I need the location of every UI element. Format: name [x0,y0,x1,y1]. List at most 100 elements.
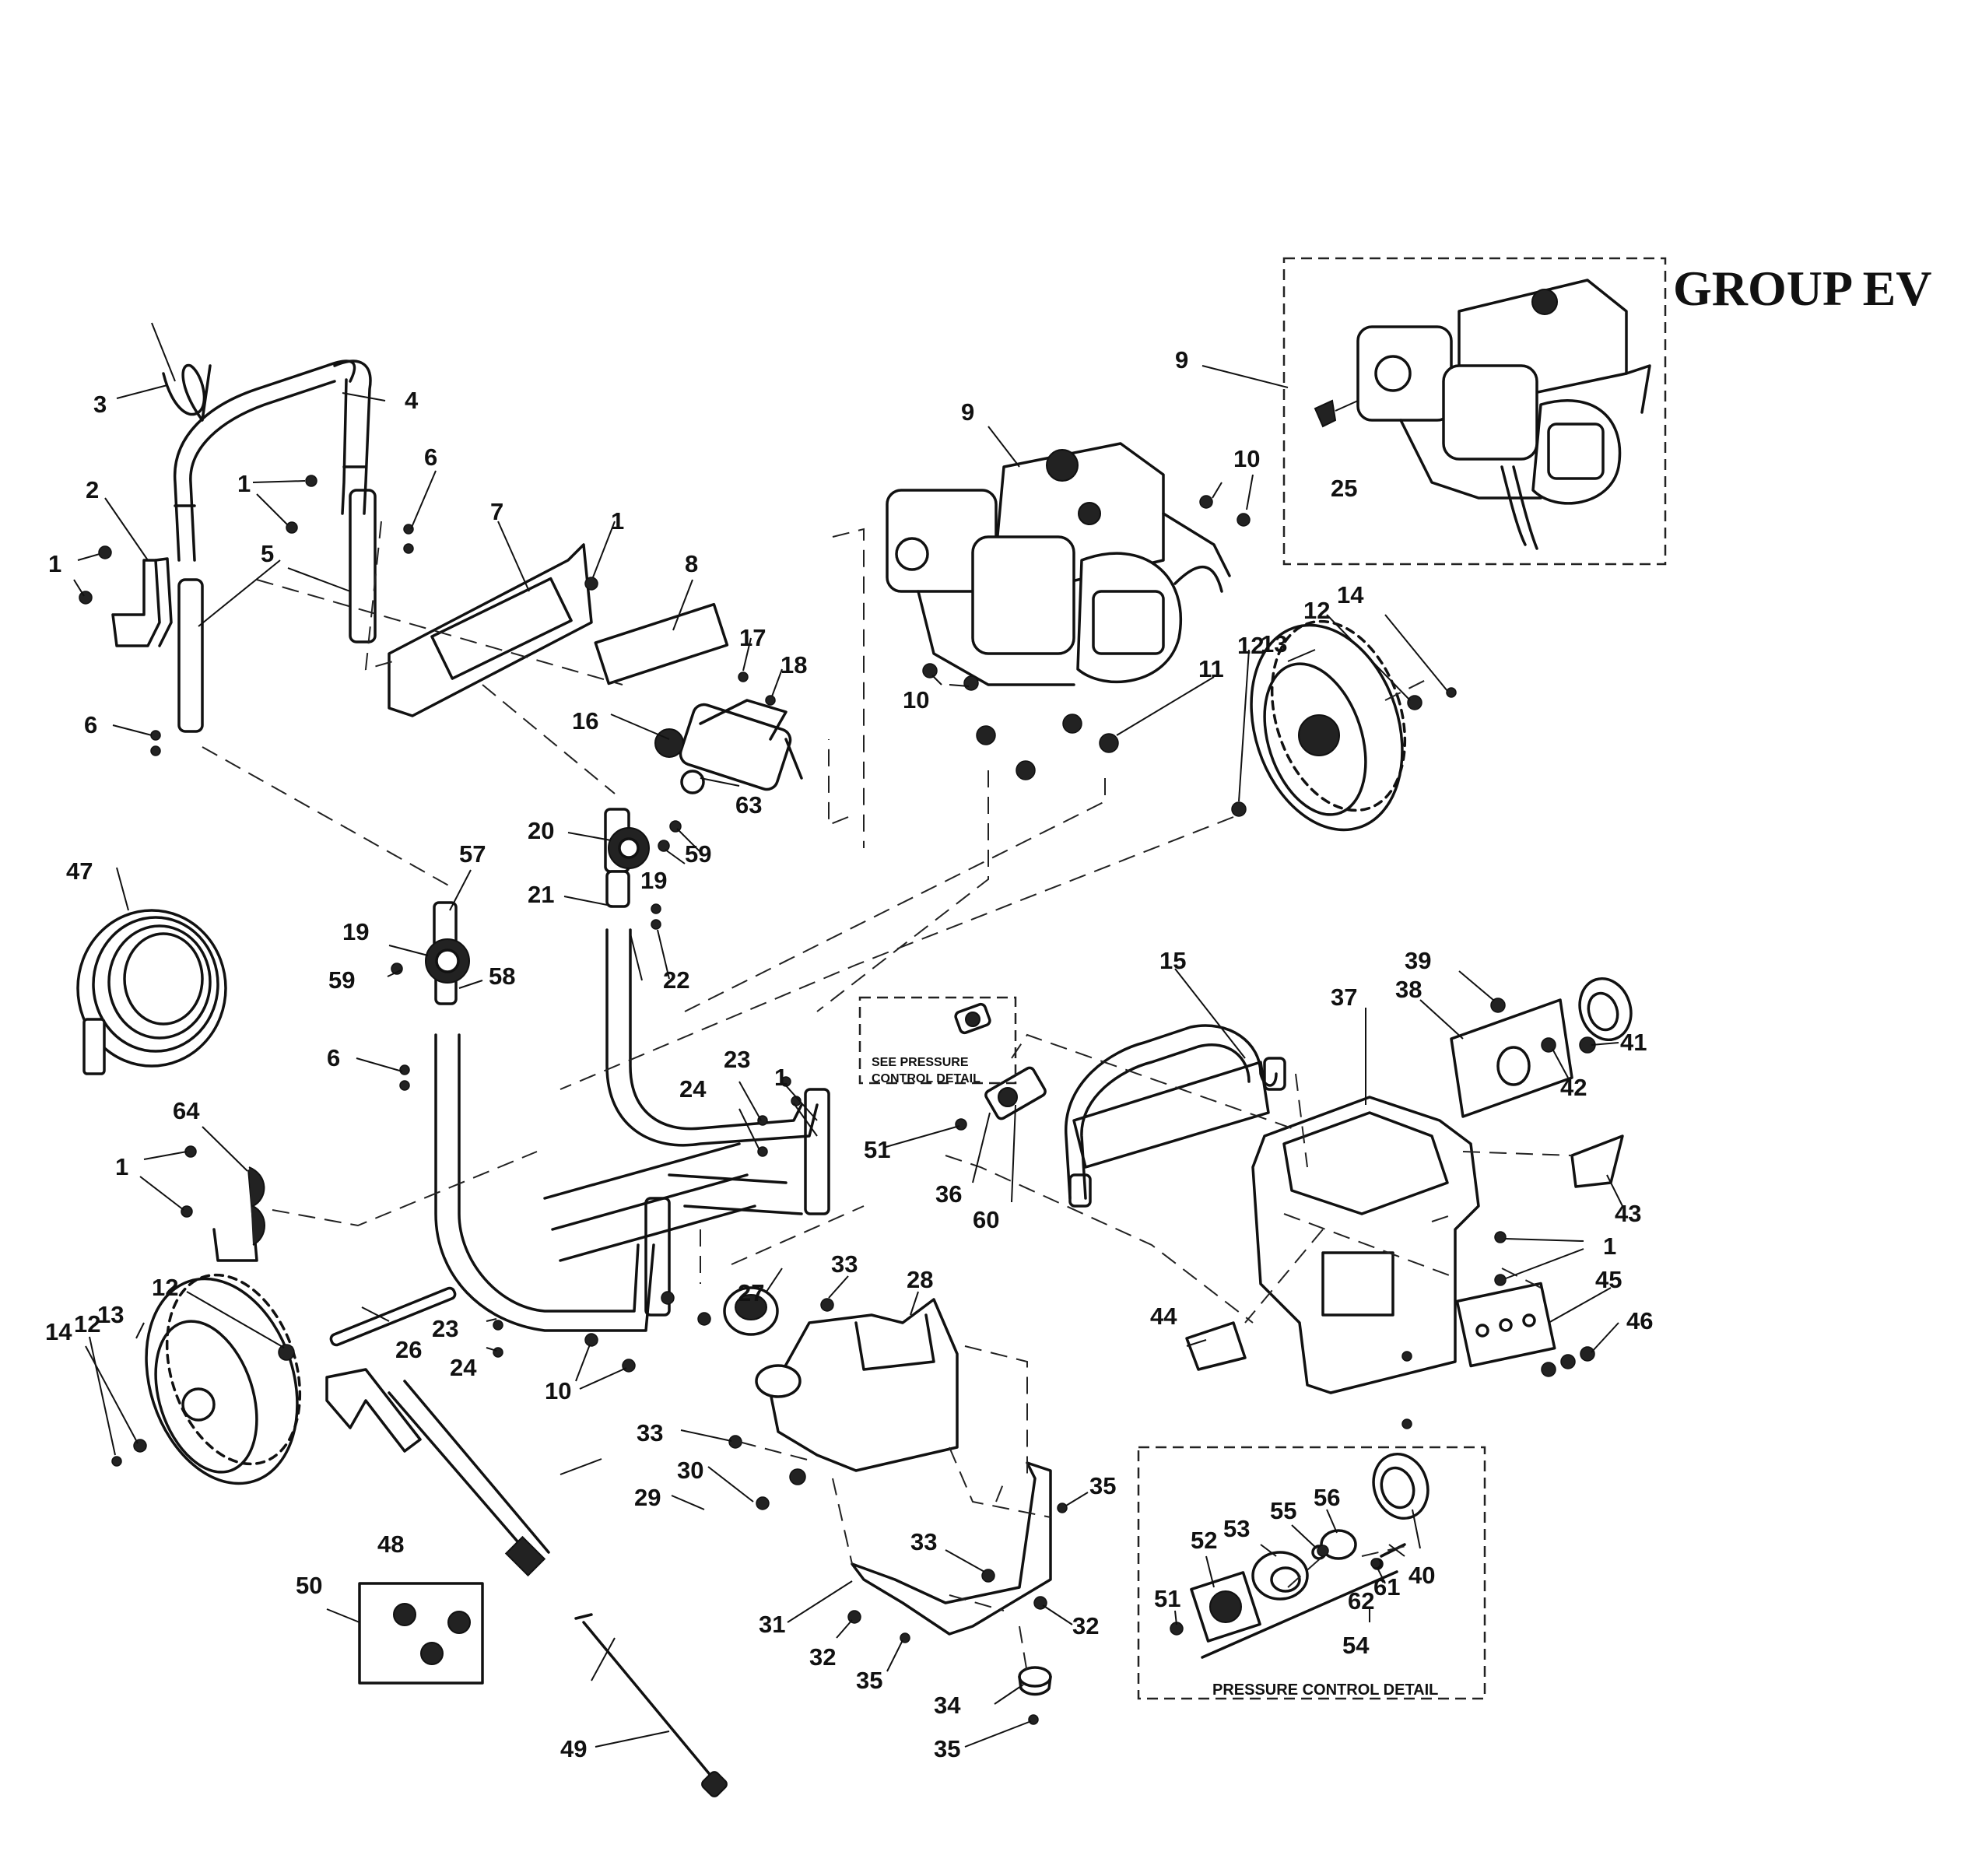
callout-label: 1 [1603,1233,1616,1260]
callout-label: 5 [261,540,274,567]
callout-label: 24 [679,1075,707,1103]
callout-label: 12 [1237,632,1264,659]
callout-label: 23 [432,1315,458,1342]
callout-label: 55 [1270,1497,1296,1524]
callout-label: 6 [327,1044,340,1071]
callout-label: 57 [459,840,486,868]
callout-label: 4 [405,387,419,414]
callout-label: 59 [685,840,711,868]
callout-label: 47 [66,857,93,885]
callout-label: 20 [528,817,554,844]
callout-label: 50 [296,1572,322,1599]
callout-label: 6 [424,444,437,471]
part-8-decal [594,602,729,686]
callout-labels: 1 1 1 1 1 1 1 1 2 3 4 5 5 6 6 6 7 8 9 9 … [45,346,1653,1762]
part-38-panel-hole [1496,1046,1531,1086]
callout-label: 9 [1175,346,1188,373]
callout-label: 33 [910,1528,937,1555]
part-40-gauge [1372,1452,1429,1520]
callout-label: 27 [738,1279,764,1306]
part-34-foot [1018,1666,1052,1696]
part-2-bracket [111,557,173,647]
callout-label: 1 [48,550,61,577]
part-9-engine [886,442,1231,686]
callout-label: 26 [395,1336,422,1363]
part-50-nozzle-box [358,1582,484,1685]
callout-label: 45 [1595,1266,1622,1293]
callout-label: 21 [528,881,554,908]
callout-label: 24 [450,1354,477,1381]
pressure-detail-link-line1: SEE PRESSURE [872,1056,969,1069]
callout-label: 60 [973,1206,999,1233]
callout-label: 38 [1395,976,1422,1003]
assembly-lines [202,521,1573,1674]
engine-inset-box [1282,257,1667,566]
callout-label: 63 [735,791,762,819]
callout-label: 34 [934,1692,961,1719]
part-45-plate-holes [1475,1313,1536,1338]
part-4-handle [174,359,372,562]
callout-label: 53 [1223,1515,1250,1542]
callout-label: 12 [152,1274,178,1301]
callout-label: 33 [637,1419,663,1446]
pressure-detail-link-icon [954,1002,991,1035]
callout-label: 41 [1620,1029,1647,1056]
callout-label: 1 [611,507,624,535]
callout-label: 35 [856,1667,882,1694]
callout-label: 23 [724,1046,750,1073]
part-49-wand [574,1613,728,1797]
hardware [79,475,1596,1725]
part-3-cable-tie [162,363,212,422]
part-22-frame [434,928,830,1332]
part-15-guard [1065,1024,1286,1208]
callout-label: 12 [1303,597,1330,624]
callout-label: 6 [84,711,97,738]
callout-label: 7 [490,498,503,525]
callout-label: 10 [903,686,929,714]
callout-label: 37 [1331,984,1357,1011]
callout-label: 48 [377,1531,404,1558]
part-26-axle [329,1286,457,1347]
callout-label: 52 [1191,1527,1217,1554]
callout-label: 19 [342,918,369,945]
part-5-tubes [177,489,377,733]
callout-label: 12 [74,1310,100,1338]
part-64-hose-hook [212,1166,265,1262]
callout-label: 10 [1233,445,1260,472]
group-heading: GROUP EV [1673,261,1931,316]
engine-inset-drawing [1356,279,1651,550]
part-19-manifold-left [425,901,470,1005]
callout-label: 32 [1072,1612,1099,1639]
callout-label: 31 [759,1611,785,1638]
part-60-unloader [984,1066,1047,1120]
part-7-cross-brace [388,543,593,717]
callout-label: 59 [328,966,355,994]
pressure-detail-box [1137,1446,1486,1700]
callout-label: 17 [739,624,766,651]
callout-label: 11 [1198,655,1224,682]
callout-label: 3 [93,391,107,418]
part-40-gauge-top [1578,977,1633,1042]
callout-label: 58 [489,963,515,990]
part-27-fuel-cap [723,1286,779,1336]
pressure-detail-title: PRESSURE CONTROL DETAIL [1212,1681,1438,1699]
callout-label: 2 [86,476,99,503]
callout-label: 25 [1331,475,1357,502]
callout-label: 1 [237,470,251,497]
callout-label: 54 [1342,1632,1370,1659]
pressure-detail-link-line2: CONTROL DETAIL [872,1072,980,1085]
callout-label: 42 [1560,1074,1587,1101]
part-25-spark-plug [1314,399,1359,428]
pressure-detail-link-box [858,996,1017,1085]
callout-label: 19 [640,867,667,894]
part-28-tank [755,1298,959,1472]
callout-label: 28 [907,1266,933,1293]
callout-label: 8 [685,550,698,577]
callout-label: 36 [935,1180,962,1208]
part-19-manifold-right [604,808,650,908]
callout-label: 35 [1089,1472,1116,1499]
callout-label: 13 [97,1301,124,1328]
callout-label: 14 [1337,581,1364,608]
callout-label: 10 [545,1377,571,1404]
